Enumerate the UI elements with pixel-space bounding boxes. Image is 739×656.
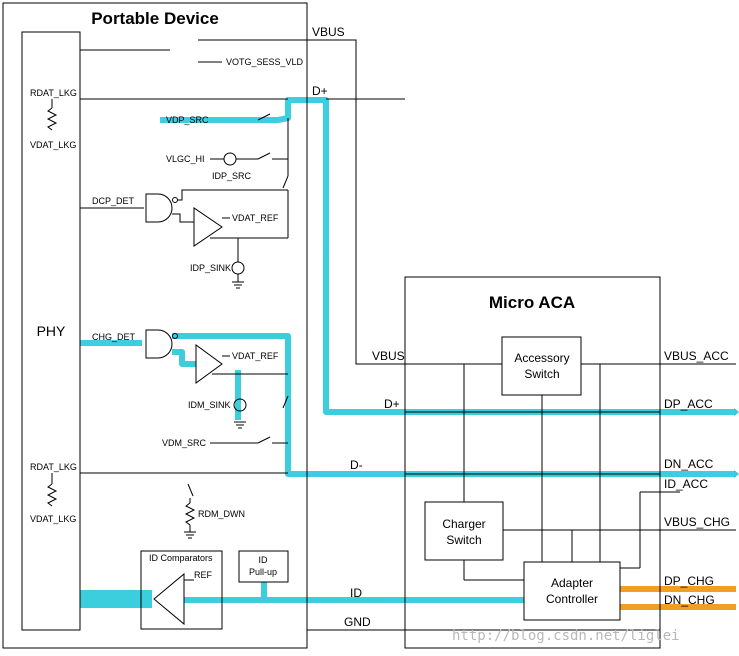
vdm-src-label: VDM_SRC xyxy=(162,438,207,448)
accessory-switch-box xyxy=(501,336,582,396)
dcp-gate-in2 xyxy=(172,213,194,223)
id-comparators-box xyxy=(140,550,223,630)
dn-acc-arrow xyxy=(734,470,739,478)
phy-label: PHY xyxy=(37,323,66,339)
id-pullup-label-1: ID xyxy=(259,555,269,565)
micro-aca xyxy=(404,276,661,649)
dplus-inner-label: D+ xyxy=(384,397,400,411)
dplus-top-label: D+ xyxy=(312,84,328,98)
gnd-label: GND xyxy=(344,615,371,629)
vbus-inner-label: VBUS xyxy=(372,349,405,363)
idp-src-label: IDP_SRC xyxy=(212,171,252,181)
chg-gate-bubble xyxy=(172,333,178,339)
rdat-top-resistor xyxy=(46,107,58,131)
vdat-ref-top-label: VDAT_REF xyxy=(232,213,279,223)
vlgc-hi-label: VLGC_HI xyxy=(166,154,205,164)
vdat-ref-mid-comparator xyxy=(195,344,223,384)
highlight-paths xyxy=(80,97,736,608)
id-pullup-box xyxy=(238,550,289,583)
dcp-gate-bubble xyxy=(172,197,178,203)
id-pullup-label-2: Pull-up xyxy=(249,567,277,577)
idm-sink-label: IDM_SINK xyxy=(188,400,231,410)
rdat-lkg-top-label: RDAT_LKG xyxy=(30,88,77,98)
vdat-ref-top-comparator xyxy=(193,207,223,247)
vbus-label: VBUS xyxy=(312,25,345,39)
id-acc-label: ID_ACC xyxy=(664,477,708,491)
vbus-acc-label: VBUS_ACC xyxy=(664,349,729,363)
id-comparators-label: ID Comparators xyxy=(149,553,213,563)
idp-sink-symbol xyxy=(231,261,245,275)
charger-switch-label-1: Charger xyxy=(442,517,485,531)
dp-chg-label: DP_CHG xyxy=(664,574,714,588)
chg-det-label: CHG_DET xyxy=(92,332,136,342)
dminus-trunk-switch xyxy=(282,395,289,409)
wires xyxy=(46,39,736,631)
rdm-switch xyxy=(187,483,194,497)
rdat-bottom-resistor xyxy=(46,483,58,507)
micro-aca-title: Micro ACA xyxy=(489,293,575,312)
votg-sess-vld-label: VOTG_SESS_VLD xyxy=(226,57,304,67)
charger-switch-label-2: Switch xyxy=(446,533,481,547)
vdp-src-label: VDP_SRC xyxy=(166,115,209,125)
charger-switch-box xyxy=(424,501,504,561)
dp-acc-arrow xyxy=(734,408,739,416)
dcp-gate-in1 xyxy=(178,189,288,201)
rdm-dwn-label: RDM_DWN xyxy=(198,509,245,519)
watermark: http://blog.csdn.net/liglei xyxy=(452,628,680,644)
accessory-switch-label-1: Accessory xyxy=(514,351,569,365)
id-comparator-triangle xyxy=(153,572,185,626)
portable-device xyxy=(2,2,308,649)
vdm-switch xyxy=(257,436,271,444)
vdat-lkg-top-label: VDAT_LKG xyxy=(30,140,76,150)
id-label: ID xyxy=(350,586,362,600)
vdat-lkg-bottom-label: VDAT_LKG xyxy=(30,514,76,524)
vdp-switch xyxy=(257,113,271,121)
vbus-chg-label: VBUS_CHG xyxy=(664,515,730,529)
adapter-controller-box xyxy=(523,561,621,621)
dn-chg-label: DN_CHG xyxy=(664,593,715,607)
vdat-ref-mid-label: VDAT_REF xyxy=(232,351,279,361)
dcp-and-gate xyxy=(145,193,173,223)
phy-block xyxy=(21,31,81,631)
dplus-highlight xyxy=(160,97,736,415)
vlgc-switch xyxy=(257,152,271,160)
rdm-resistor xyxy=(184,502,196,526)
chg-det-inner-highlight xyxy=(172,349,196,367)
vbus-wire-2 xyxy=(198,39,502,365)
adapter-controller-label-1: Adapter xyxy=(551,576,593,590)
idm-sink-symbol xyxy=(233,398,247,412)
chg-and-gate xyxy=(145,329,173,359)
idp-sink-label: IDP_SINK xyxy=(190,263,231,273)
portable-device-border xyxy=(2,2,308,649)
accessory-switch-label-2: Switch xyxy=(524,367,559,381)
idp-src-symbol xyxy=(223,152,237,166)
dplus-trunk-switch xyxy=(282,175,289,189)
micro-aca-border xyxy=(404,276,661,649)
ref-label: REF xyxy=(194,570,213,580)
rdat-lkg-bottom-label: RDAT_LKG xyxy=(30,462,77,472)
portable-device-title: Portable Device xyxy=(91,9,219,28)
dcp-det-label: DCP_DET xyxy=(92,196,135,206)
dp-acc-label: DP_ACC xyxy=(664,397,713,411)
adapter-controller-label-2: Controller xyxy=(546,592,598,606)
highlight-orange-paths xyxy=(620,586,736,610)
dn-acc-label: DN_ACC xyxy=(664,457,714,471)
dminus-label: D- xyxy=(350,458,363,472)
